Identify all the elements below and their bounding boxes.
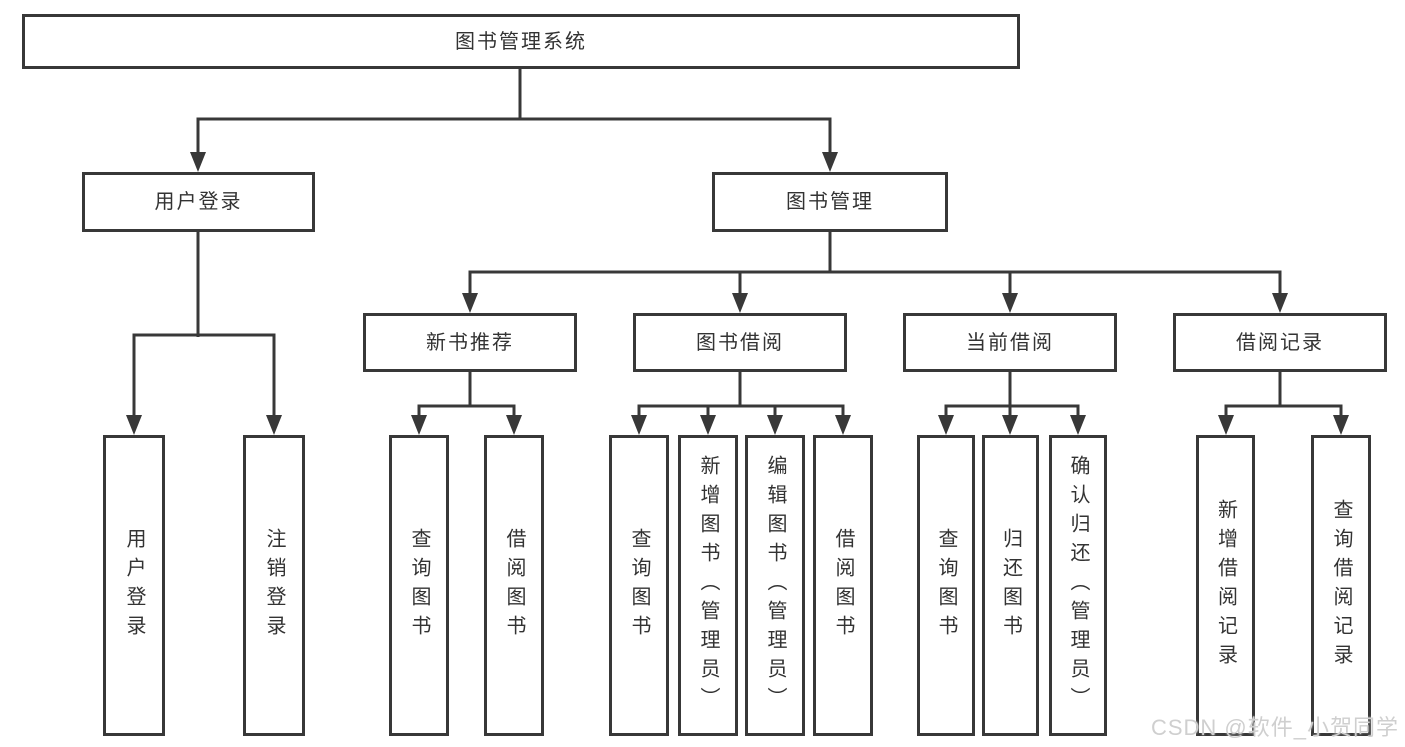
leaf-confirm-return-admin: 确认归还（管理员） [1049, 435, 1107, 736]
node-current-borrow-label: 当前借阅 [966, 331, 1054, 354]
leaf-query-borrow-record: 查询借阅记录 [1311, 435, 1371, 736]
connector-new-book [417, 372, 516, 416]
arrowhead [835, 415, 851, 435]
arrowhead [822, 152, 838, 172]
arrowhead [462, 293, 478, 313]
csdn-watermark: CSDN @软件_小贺同学 [1150, 715, 1399, 740]
arrowhead [1218, 415, 1234, 435]
leaf-add-book-admin: 新增图书（管理员） [678, 435, 738, 736]
leaf-query-books-1-label: 查询图书 [408, 527, 430, 644]
node-new-book-recommend-label: 新书推荐 [426, 331, 514, 354]
connector-root [196, 68, 832, 153]
arrowhead [700, 415, 716, 435]
leaf-user-login-label: 用户登录 [123, 527, 145, 644]
leaf-query-books-3: 查询图书 [917, 435, 975, 736]
node-root: 图书管理系统 [22, 14, 1020, 69]
leaf-query-books-1: 查询图书 [389, 435, 449, 736]
arrowhead [266, 415, 282, 435]
arrowhead [1070, 415, 1086, 435]
node-book-borrow-label: 图书借阅 [696, 331, 784, 354]
leaf-logout: 注销登录 [243, 435, 305, 736]
leaf-query-borrow-record-label: 查询借阅记录 [1330, 498, 1352, 673]
leaf-return-books: 归还图书 [982, 435, 1039, 736]
node-root-label: 图书管理系统 [455, 30, 587, 53]
arrowhead [126, 415, 142, 435]
leaf-user-login: 用户登录 [103, 435, 165, 736]
connector-current-borrow [944, 372, 1080, 416]
connector-book-management [468, 232, 1282, 294]
arrowhead [1002, 415, 1018, 435]
arrowhead [1002, 293, 1018, 313]
node-book-management: 图书管理 [712, 172, 948, 232]
leaf-edit-book-admin: 编辑图书（管理员） [745, 435, 805, 736]
arrowhead [190, 152, 206, 172]
leaf-confirm-return-admin-label: 确认归还（管理员） [1067, 455, 1089, 716]
arrowhead [506, 415, 522, 435]
leaf-borrow-books-2-label: 借阅图书 [832, 527, 854, 644]
arrowhead [631, 415, 647, 435]
leaf-query-books-3-label: 查询图书 [935, 527, 957, 644]
arrowhead [1272, 293, 1288, 313]
connector-user-login [132, 232, 276, 416]
leaf-add-book-admin-label: 新增图书（管理员） [697, 455, 719, 716]
node-book-borrow: 图书借阅 [633, 313, 847, 372]
node-book-management-label: 图书管理 [786, 191, 874, 213]
node-user-login: 用户登录 [82, 172, 315, 232]
node-user-login-label: 用户登录 [154, 191, 243, 213]
leaf-borrow-books-2: 借阅图书 [813, 435, 873, 736]
connector-borrow-records [1224, 372, 1343, 416]
leaf-borrow-books-1: 借阅图书 [484, 435, 544, 736]
arrowhead [1333, 415, 1349, 435]
arrowhead [767, 415, 783, 435]
node-borrow-records: 借阅记录 [1173, 313, 1387, 372]
leaf-add-borrow-record: 新增借阅记录 [1196, 435, 1255, 736]
leaf-query-books-2: 查询图书 [609, 435, 669, 736]
arrowhead [411, 415, 427, 435]
node-new-book-recommend: 新书推荐 [363, 313, 577, 372]
connector-book-borrow [637, 372, 845, 416]
leaf-add-borrow-record-label: 新增借阅记录 [1214, 498, 1237, 673]
leaf-return-books-label: 归还图书 [999, 527, 1022, 644]
arrowhead [732, 293, 748, 313]
leaf-query-books-2-label: 查询图书 [628, 527, 650, 644]
leaf-borrow-books-1-label: 借阅图书 [503, 527, 525, 644]
node-borrow-records-label: 借阅记录 [1236, 331, 1324, 354]
leaf-edit-book-admin-label: 编辑图书（管理员） [764, 455, 786, 716]
arrowhead [938, 415, 954, 435]
leaf-logout-label: 注销登录 [263, 527, 285, 644]
node-current-borrow: 当前借阅 [903, 313, 1117, 372]
